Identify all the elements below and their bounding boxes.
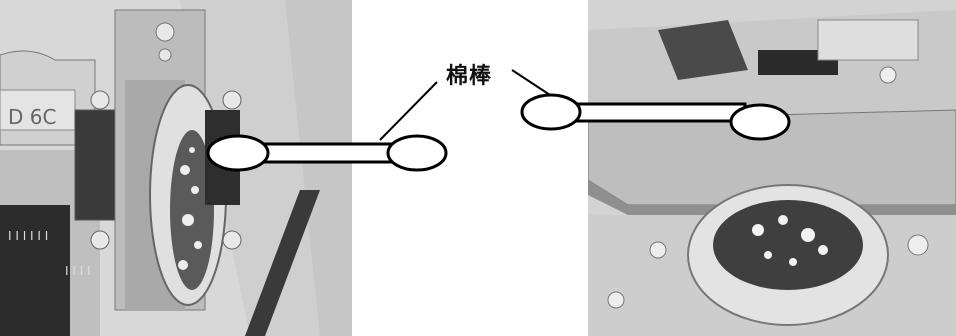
part-label-text: D 6C (8, 105, 56, 129)
right-cotton-swab (520, 93, 791, 141)
right-swab-tip-1 (520, 93, 582, 131)
left-swab-tip-2 (386, 134, 448, 172)
right-swab-tip-2 (729, 103, 791, 141)
left-device-illustration: D 6C I I I I I I I I I I (0, 0, 352, 336)
lower-digits-1: I I I I I I (8, 229, 48, 243)
leader-line-right (511, 69, 551, 96)
left-swab-tip-1 (206, 134, 270, 172)
left-device-view: D 6C I I I I I I I I I I (0, 0, 352, 336)
leader-line-left (379, 81, 438, 141)
lower-digits-2: I I I I (65, 264, 91, 278)
left-cotton-swab (206, 134, 448, 172)
right-swab-stick (563, 102, 747, 123)
cotton-swab-label: 棉棒 (446, 64, 493, 89)
left-swab-stick (253, 142, 397, 164)
